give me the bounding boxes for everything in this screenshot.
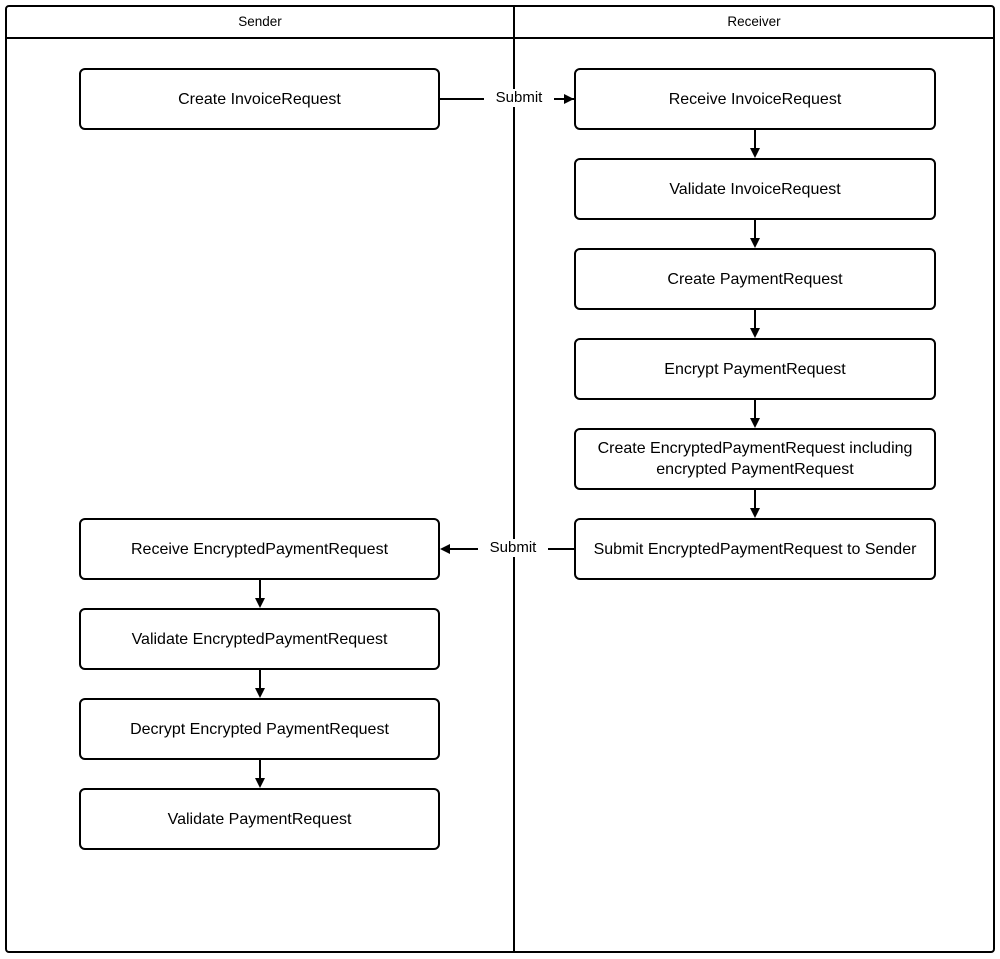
edge-create-to-encrypt-paymentrequest-line xyxy=(754,310,756,329)
edge-create-encryptedpaymentrequest-to-submit-arrowhead xyxy=(750,508,760,518)
edge-receive-to-validate-encryptedpaymentrequest-arrowhead xyxy=(255,598,265,608)
edge-validate-encryptedpaymentrequest-to-decrypt-line xyxy=(259,670,261,689)
edge-validate-invoicerequest-to-create-paymentrequest-arrowhead xyxy=(750,238,760,248)
node-decrypt-encrypted-paymentrequest[interactable]: Decrypt Encrypted PaymentRequest xyxy=(79,698,440,760)
edge-submit-invoicerequest-arrowhead xyxy=(564,94,574,104)
edge-label-submit-invoicerequest: Submit xyxy=(484,89,554,107)
node-create-invoicerequest[interactable]: Create InvoiceRequest xyxy=(79,68,440,130)
node-create-paymentrequest[interactable]: Create PaymentRequest xyxy=(574,248,936,310)
node-encrypt-paymentrequest[interactable]: Encrypt PaymentRequest xyxy=(574,338,936,400)
edge-create-encryptedpaymentrequest-to-submit-line xyxy=(754,490,756,509)
swimlane-vertical-divider xyxy=(513,5,515,953)
edge-label-submit-encryptedpaymentrequest: Submit xyxy=(478,539,548,557)
node-receive-encryptedpaymentrequest[interactable]: Receive EncryptedPaymentRequest xyxy=(79,518,440,580)
node-validate-invoicerequest[interactable]: Validate InvoiceRequest xyxy=(574,158,936,220)
edge-submit-encryptedpaymentrequest-arrowhead xyxy=(440,544,450,554)
node-validate-encryptedpaymentrequest[interactable]: Validate EncryptedPaymentRequest xyxy=(79,608,440,670)
node-receive-invoicerequest[interactable]: Receive InvoiceRequest xyxy=(574,68,936,130)
node-submit-encryptedpaymentrequest-to-sender[interactable]: Submit EncryptedPaymentRequest to Sender xyxy=(574,518,936,580)
node-validate-paymentrequest[interactable]: Validate PaymentRequest xyxy=(79,788,440,850)
edge-validate-encryptedpaymentrequest-to-decrypt-arrowhead xyxy=(255,688,265,698)
edge-validate-invoicerequest-to-create-paymentrequest-line xyxy=(754,220,756,239)
node-create-encryptedpaymentrequest[interactable]: Create EncryptedPaymentRequest including… xyxy=(574,428,936,490)
edge-create-to-encrypt-paymentrequest-arrowhead xyxy=(750,328,760,338)
lane-title-receiver: Receiver xyxy=(727,14,781,29)
edge-encrypt-to-create-encryptedpaymentrequest-line xyxy=(754,400,756,419)
lane-title-sender: Sender xyxy=(238,14,282,29)
edge-decrypt-to-validate-paymentrequest-line xyxy=(259,760,261,779)
edge-decrypt-to-validate-paymentrequest-arrowhead xyxy=(255,778,265,788)
edge-receive-to-validate-invoicerequest-arrowhead xyxy=(750,148,760,158)
edge-encrypt-to-create-encryptedpaymentrequest-arrowhead xyxy=(750,418,760,428)
edge-receive-to-validate-invoicerequest-line xyxy=(754,130,756,149)
swimlane-header-divider xyxy=(5,37,995,39)
edge-receive-to-validate-encryptedpaymentrequest-line xyxy=(259,580,261,599)
